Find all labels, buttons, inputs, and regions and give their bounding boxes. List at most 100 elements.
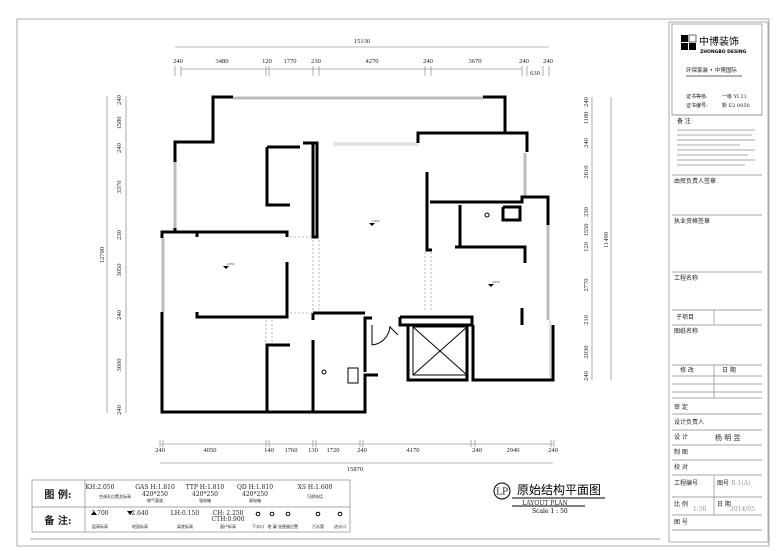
cert-no-value: 新 E2 0050 xyxy=(722,102,750,109)
legend-value: KH:2.050 xyxy=(86,484,115,491)
bottom-dim-label: 2940 xyxy=(507,447,520,454)
cert-no-label: 证书编号: xyxy=(686,102,708,109)
legend-caption: 下水口 xyxy=(252,523,264,529)
drawing-title-cn: 原始结构平面图 xyxy=(517,482,601,497)
legend-item: 坐便器位置 xyxy=(278,511,298,529)
legend-caption: 空调孔位置及标高 xyxy=(99,493,131,499)
scale-value: 1:50 xyxy=(693,506,707,513)
sub-item-label: 子项目 xyxy=(676,314,694,321)
approved-label: 审 定 xyxy=(674,403,688,411)
bottom-dim-label: 1760 xyxy=(285,447,298,454)
legend-sub: 420*250 xyxy=(192,491,218,498)
legend-caption: 污水管 xyxy=(312,523,324,529)
right-dim-label: 1180 xyxy=(583,112,590,125)
right-dim-label: 230 xyxy=(583,207,590,217)
right-dim-label: 240 xyxy=(583,371,590,381)
top-dim-label: 120 xyxy=(262,58,272,65)
legend-caption: 地 漏 xyxy=(267,523,276,529)
legend-symbol-icon xyxy=(285,511,291,517)
legend-caption: 地面标高 xyxy=(132,523,148,529)
drawing-scale: Scale 1 : 50 xyxy=(532,508,568,515)
legend-value: GAS H:1.810 xyxy=(135,484,175,491)
drawing-title: LP 原始结构平面图 LAYOUT PLAN Scale 1 : 50 xyxy=(493,482,605,515)
legend-symbol-icon xyxy=(255,511,261,517)
bottom-dim-label: 240 xyxy=(548,447,558,454)
notes-heading: 备 注 xyxy=(677,117,691,125)
drain-icon xyxy=(484,212,490,218)
top-dim-label: 240 xyxy=(543,58,553,65)
right-dim-label: 240 xyxy=(583,138,590,148)
walls xyxy=(160,95,555,414)
sheet-border xyxy=(16,18,770,547)
bottom-dim-label: 130 xyxy=(308,447,318,454)
bottom-dim-label: 240 xyxy=(357,447,367,454)
left-dim-label: 240 xyxy=(116,95,123,105)
top-dim-label: 230 xyxy=(311,58,321,65)
top-dim-label: 4270 xyxy=(366,58,379,65)
scale-label: 比 例 xyxy=(674,500,688,508)
left-dim-label: 230 xyxy=(116,230,123,240)
bottom-dim-label: 140 xyxy=(264,447,274,454)
left-total-label: 12790 xyxy=(99,247,106,263)
company-logo xyxy=(681,34,697,50)
legend-item: 下水口 xyxy=(252,511,264,529)
right-dim-label: 240 xyxy=(583,97,590,107)
drawn-label: 制 图 xyxy=(674,448,688,456)
design-lead-label: 设计负责人 xyxy=(674,418,704,426)
title-block: 中博装饰 ZHONGBO DESING 环保家装 • 中博国际 证书等级: 一级… xyxy=(668,21,769,543)
legend-label: 图 例: xyxy=(44,488,71,501)
cert-level-label: 证书等级: xyxy=(686,93,708,100)
legend-caption: 梁底标高 xyxy=(177,523,193,529)
right-dim-label: 2610 xyxy=(583,166,590,179)
legend-value: XS H:1.600 xyxy=(298,484,333,491)
drawing-code-circle xyxy=(493,482,511,500)
sheet-no: R-1(A) xyxy=(731,480,750,487)
right-dim-label: 2030 xyxy=(583,346,590,359)
legend-item: 进水口 xyxy=(334,511,346,529)
bottom-dim-label: 1720 xyxy=(327,447,340,454)
designer-name: 杨 明 昱 xyxy=(715,433,740,442)
legend-item: 污水管 xyxy=(312,511,324,529)
project-name-label: 工程名称 xyxy=(674,274,698,282)
legend-value: LH:0.150 xyxy=(171,510,200,517)
legend-symbol-icon xyxy=(269,511,275,517)
legend-value: 2.700 xyxy=(91,510,108,517)
beam-lines xyxy=(265,236,432,343)
revision-date-label: 日 期 xyxy=(722,366,736,374)
drawing-title-en: LAYOUT PLAN xyxy=(522,500,568,507)
legend-caption: 燃气管道 xyxy=(147,497,163,503)
legend-value: QD H:1.810 xyxy=(237,484,273,491)
legend-value: CH: 2.250 xyxy=(213,510,244,517)
cert-level-value: 一级 YI 21 xyxy=(722,93,747,100)
top-dim-label: 240 xyxy=(423,58,433,65)
bottom-total-label: 15870 xyxy=(347,466,363,473)
design-label: 设 计 xyxy=(674,433,688,441)
right-total-label: 11490 xyxy=(603,232,610,248)
drain-icon xyxy=(321,369,327,375)
windows xyxy=(161,96,551,378)
right-dim-label: 210 xyxy=(583,315,590,325)
drawing-code: LP xyxy=(496,488,508,498)
bottom-dim-label: 240 xyxy=(472,447,482,454)
left-dim-label: 240 xyxy=(116,310,123,320)
elevation-mark: 2.650 xyxy=(369,219,380,226)
legend-item: KH:2.050 空调孔位置及标高 xyxy=(86,484,131,499)
drawing-no-label: 图 号 xyxy=(674,519,688,526)
date-value: 2014/05 xyxy=(730,506,755,513)
elevation-label: 2.650 xyxy=(372,219,380,223)
left-dim-label: 240 xyxy=(116,143,123,153)
date-label: 日 期 xyxy=(717,500,731,508)
top-dim-label: 1770 xyxy=(284,58,297,65)
bottom-dim-label: 4050 xyxy=(204,447,217,454)
legend-value: TTP H:1.810 xyxy=(186,484,225,491)
